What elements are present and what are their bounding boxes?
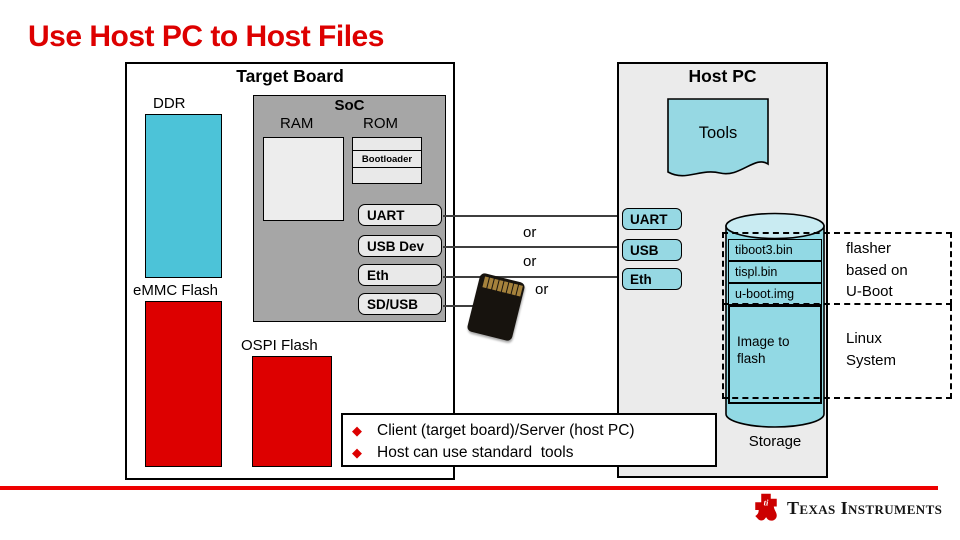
soc-port-uart: UART: [358, 204, 442, 226]
storage-file-tispl: tispl.bin: [728, 261, 822, 283]
ram-block: [263, 137, 344, 221]
sd-card-image: [466, 272, 526, 342]
flasher-annotation: flasher based on U-Boot: [846, 240, 908, 300]
eth-wire: [443, 276, 620, 278]
host-port-eth: Eth: [622, 268, 682, 290]
soc-port-usb-dev: USB Dev: [358, 235, 442, 257]
tools-document-shape: Tools: [667, 98, 769, 177]
usb-wire: [443, 246, 620, 248]
emmc-flash-chip: [145, 301, 222, 467]
uart-wire: [443, 215, 620, 217]
bullet-item: ◆ Host can use standard tools: [352, 444, 574, 461]
ti-wordmark: Texas Instruments: [787, 497, 943, 518]
diamond-bullet-icon: ◆: [352, 445, 362, 460]
footer-divider: [0, 486, 938, 490]
bootloader-row: Bootloader: [353, 151, 421, 168]
or-label-3: or: [535, 281, 549, 298]
linux-annotation: Linux System: [846, 330, 897, 369]
ddr-label: DDR: [153, 95, 186, 112]
or-label-2: or: [523, 253, 537, 270]
soc-block: SoC RAM ROM Bootloader UART USB Dev Eth …: [253, 95, 446, 322]
sd-card-pins: [482, 276, 523, 297]
soc-port-eth: Eth: [358, 264, 442, 286]
host-port-uart: UART: [622, 208, 682, 230]
bullet-item: ◆ Client (target board)/Server (host PC): [352, 422, 635, 439]
sd-wire: [443, 305, 488, 307]
soc-title: SoC: [334, 97, 365, 114]
linux-dashed-box: [722, 305, 952, 399]
soc-port-sd-usb: SD/USB: [358, 293, 442, 315]
emmc-label: eMMC Flash: [133, 282, 219, 299]
diamond-bullet-icon: ◆: [352, 423, 362, 438]
ti-bug-icon: ti: [755, 493, 777, 521]
host-pc-title: Host PC: [688, 66, 757, 86]
storage-file-uboot: u-boot.img: [728, 283, 822, 305]
or-label-1: or: [523, 224, 537, 241]
ospi-flash-chip: [252, 356, 332, 467]
ddr-chip: [145, 114, 222, 278]
flasher-dashed-box: [722, 232, 952, 305]
host-port-usb: USB: [622, 239, 682, 261]
storage-label: Storage: [748, 433, 802, 450]
tools-label: Tools: [699, 124, 738, 142]
rom-empty-row: [353, 138, 421, 151]
target-board-title: Target Board: [236, 66, 344, 86]
storage-image-to-flash: Image to flash: [728, 305, 822, 404]
ti-logo: ti Texas Instruments: [753, 493, 942, 523]
svg-text:ti: ti: [764, 497, 769, 507]
bullet-box: ◆ Client (target board)/Server (host PC)…: [341, 413, 717, 467]
storage-file-tiboot3: tiboot3.bin: [728, 239, 822, 261]
ospi-label: OSPI Flash: [241, 337, 318, 354]
rom-block: Bootloader: [352, 137, 422, 184]
ram-label: RAM: [280, 115, 314, 132]
page-title: Use Host PC to Host Files: [28, 20, 384, 53]
target-board-panel: Target Board DDR eMMC Flash OSPI Flash S…: [125, 62, 455, 480]
rom-label: ROM: [363, 115, 398, 132]
